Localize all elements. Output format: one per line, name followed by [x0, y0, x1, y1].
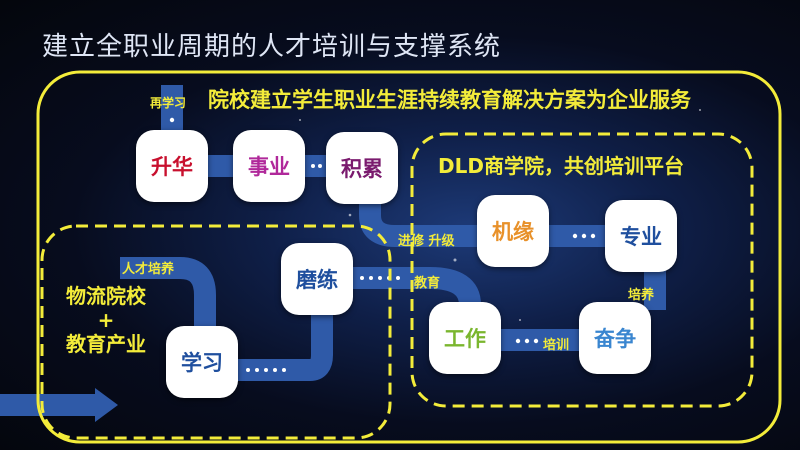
node-molian: 磨练	[281, 243, 353, 315]
label-relearn: 再学习	[150, 96, 187, 110]
path-study	[236, 310, 333, 381]
slide-title: 建立全职业周期的人才培训与支撑系统	[42, 32, 502, 62]
node-shenghua: 升华	[136, 130, 208, 202]
label-training: 培训	[543, 338, 570, 353]
path-dots	[169, 117, 596, 372]
right-dashed-frame	[410, 132, 754, 408]
node-zhuanye: 专业	[605, 200, 677, 272]
outer-heading: 院校建立学生职业生涯持续教育解决方案为企业服务	[208, 88, 691, 112]
left-heading-plus: +	[97, 308, 115, 332]
outer-frame	[36, 70, 782, 444]
label-education: 教育	[414, 276, 441, 291]
left-dashed-frame	[40, 224, 392, 440]
node-gongzuo: 工作	[429, 302, 501, 374]
left-heading-line2: 教育产业	[66, 332, 146, 356]
left-heading-line1: 物流院校	[66, 284, 146, 308]
label-advance: 进修 升级	[398, 234, 455, 249]
node-shiye: 事业	[233, 130, 305, 202]
path-advance	[359, 200, 610, 247]
label-cultivate: 培养	[628, 288, 655, 303]
node-xuexi: 学习	[166, 326, 238, 398]
arrow-head-icon	[95, 388, 118, 422]
label-talent: 人才培养	[122, 262, 175, 277]
node-jilei: 积累	[326, 132, 398, 204]
node-fenzheng: 奋争	[579, 302, 651, 374]
node-jiyuan: 机缘	[477, 195, 549, 267]
path-talent	[120, 257, 216, 330]
path-education	[350, 267, 481, 307]
right-heading: DLD商学院，共创培训平台	[438, 154, 684, 178]
left-heading: 物流院校 + 教育产业	[66, 284, 146, 356]
